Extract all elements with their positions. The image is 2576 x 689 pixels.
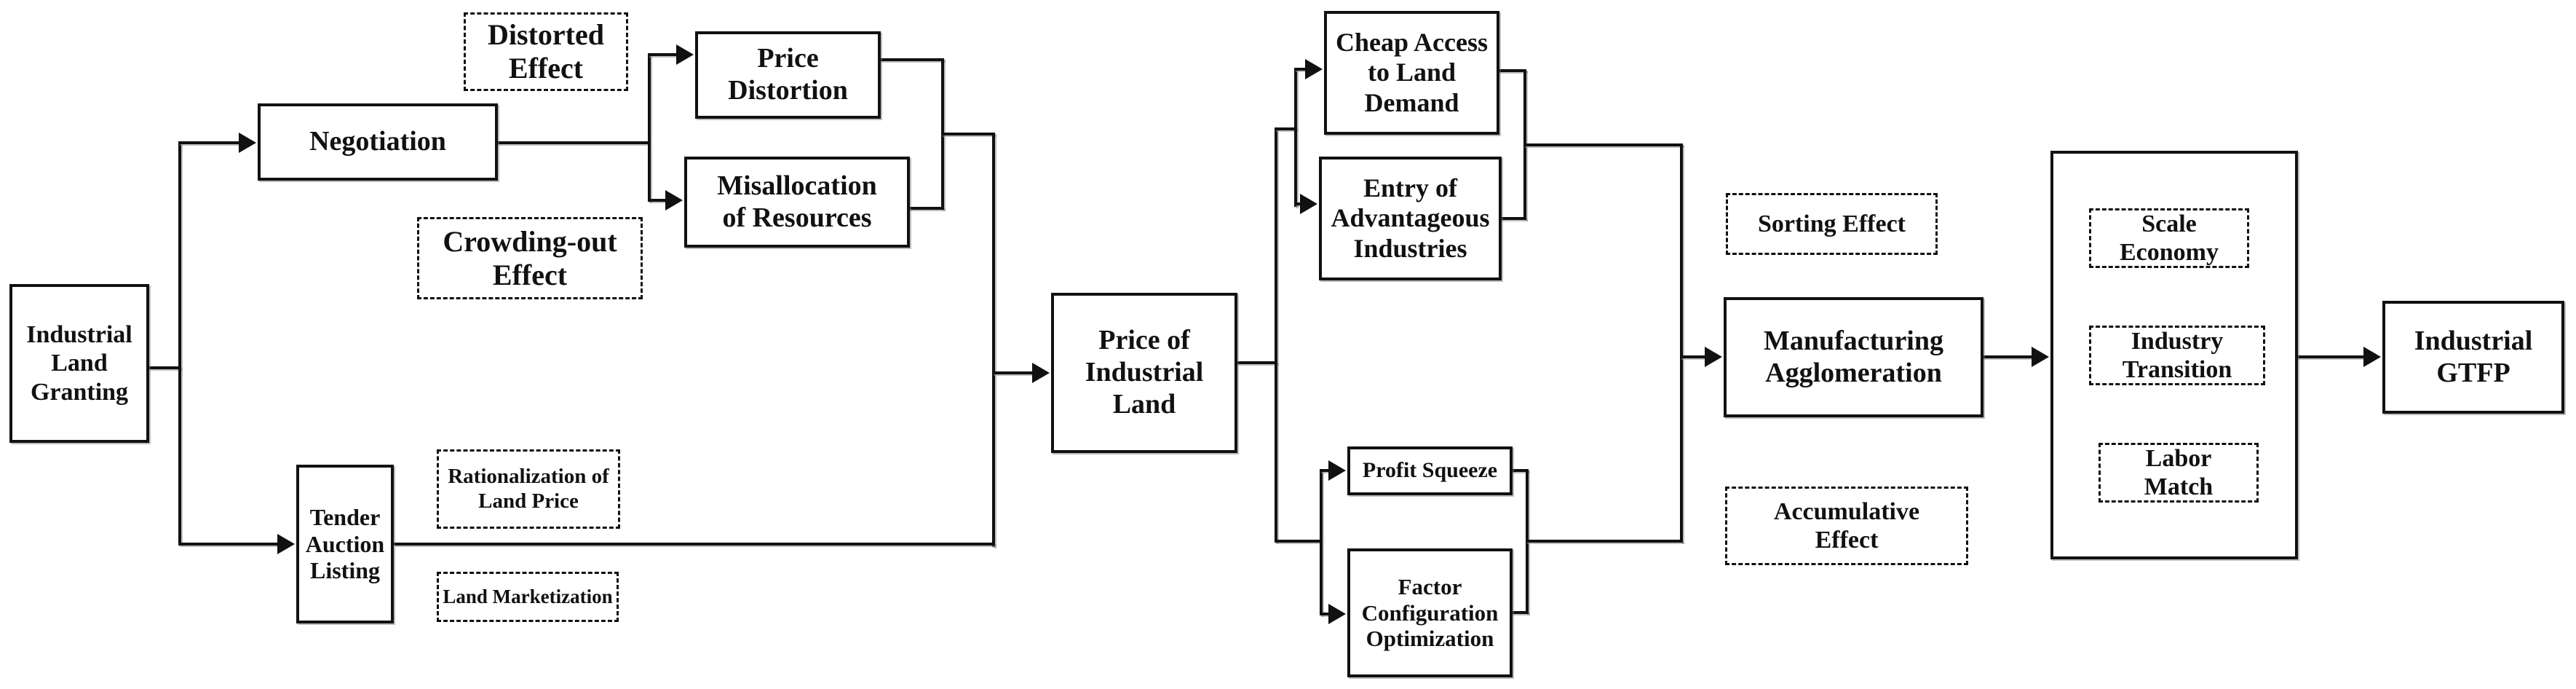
edge-agglomeration-out: [1982, 355, 2033, 358]
edge-negotiation-branch-vertical: [648, 53, 651, 202]
edge-profit-squeeze-out: [1511, 469, 1529, 472]
edge-cheap-access-out: [1497, 69, 1526, 72]
edge-distributor-bottom-link: [1275, 540, 1321, 543]
arrowhead-into-profit-squeeze: [1328, 460, 1346, 481]
arrowhead-into-price-of-industrial-land: [1032, 363, 1050, 383]
arrowhead-into-entry: [1300, 194, 1317, 214]
arrowhead-into-industrial-gtfp: [2363, 347, 2381, 367]
edge-entry-out: [1500, 217, 1526, 220]
edge-pipe-to-pil: [992, 371, 1034, 374]
arrowhead-into-misallocation: [665, 190, 683, 210]
edge-distributor-top-link: [1275, 127, 1297, 130]
edge-split-vertical: [178, 141, 181, 544]
node-factor-configuration-optimization: Factor Configuration Optimization: [1347, 548, 1513, 677]
edge-branch-to-misallocation: [648, 199, 667, 202]
node-industry-transition: Industry Transition: [2089, 326, 2265, 385]
node-tender-auction-listing: Tender Auction Listing: [296, 465, 394, 623]
node-negotiation: Negotiation: [258, 103, 498, 181]
node-scale-economy: Scale Economy: [2089, 208, 2249, 268]
edge-negotiation-out: [496, 141, 649, 144]
edge-branch-to-cheap-access: [1294, 68, 1305, 71]
node-industrial-land-granting: Industrial Land Granting: [9, 284, 149, 443]
edge-branch-to-price-distortion: [648, 53, 678, 56]
arrowhead-into-agglomeration: [1705, 347, 1722, 367]
edge-collector-to-pipe: [941, 133, 995, 135]
node-manufacturing-agglomeration: Manufacturing Agglomeration: [1724, 297, 1983, 417]
edge-tender-out: [394, 543, 995, 546]
node-cheap-access-to-land-demand: Cheap Access to Land Demand: [1324, 11, 1499, 135]
edge-lower-pair-to-pipe: [1526, 540, 1683, 543]
arrowhead-into-cheap-access: [1305, 59, 1323, 79]
node-price-of-industrial-land: Price of Industrial Land: [1051, 293, 1237, 453]
node-rationalization-of-land-price: Rationalization of Land Price: [437, 449, 620, 529]
edge-upper-branch-vertical: [1294, 68, 1297, 207]
edge-left-pipe-vertical: [992, 133, 995, 547]
edge-container-out: [2296, 355, 2365, 358]
node-crowding-out-effect: Crowding-out Effect: [417, 217, 643, 299]
arrowhead-into-negotiation: [239, 133, 256, 153]
edge-misallocation-out: [908, 207, 944, 210]
node-distorted-effect: Distorted Effect: [464, 12, 628, 91]
arrowhead-into-factor-configuration: [1328, 604, 1346, 624]
arrowhead-into-price-distortion: [676, 44, 694, 65]
node-industrial-gtfp: Industrial GTFP: [2382, 301, 2564, 414]
node-land-marketization: Land Marketization: [437, 572, 619, 622]
edge-branch-to-factor-configuration: [1320, 613, 1330, 615]
edge-ilg-to-split: [146, 366, 181, 369]
edge-central-pipe-vertical: [1680, 143, 1683, 543]
arrowhead-into-tender: [277, 534, 295, 554]
edge-split-to-negotiation: [178, 141, 240, 144]
node-accumulative-effect: Accumulative Effect: [1725, 487, 1968, 565]
node-entry-of-advantageous-industries: Entry of Advantageous Industries: [1319, 157, 1502, 280]
edge-split-to-tender: [178, 543, 279, 546]
edge-price-distortion-out: [879, 58, 944, 61]
node-price-distortion: Price Distortion: [695, 31, 881, 119]
edge-branch-to-entry: [1294, 202, 1301, 205]
edge-pil-out: [1236, 361, 1277, 364]
node-profit-squeeze: Profit Squeeze: [1347, 446, 1513, 495]
edge-branch-to-profit-squeeze: [1320, 469, 1330, 472]
edge-lower-branch-vertical: [1320, 469, 1323, 615]
arrowhead-into-mechanism-container: [2032, 347, 2049, 367]
node-misallocation-of-resources: Misallocation of Resources: [684, 157, 910, 248]
edge-distributor-vertical: [1275, 127, 1277, 543]
node-sorting-effect: Sorting Effect: [1726, 193, 1938, 255]
edge-upper-pair-to-pipe: [1523, 143, 1683, 146]
node-labor-match: Labor Match: [2099, 443, 2259, 503]
edge-factor-configuration-out: [1511, 611, 1529, 614]
edge-pipe-to-agglomeration: [1680, 355, 1706, 358]
